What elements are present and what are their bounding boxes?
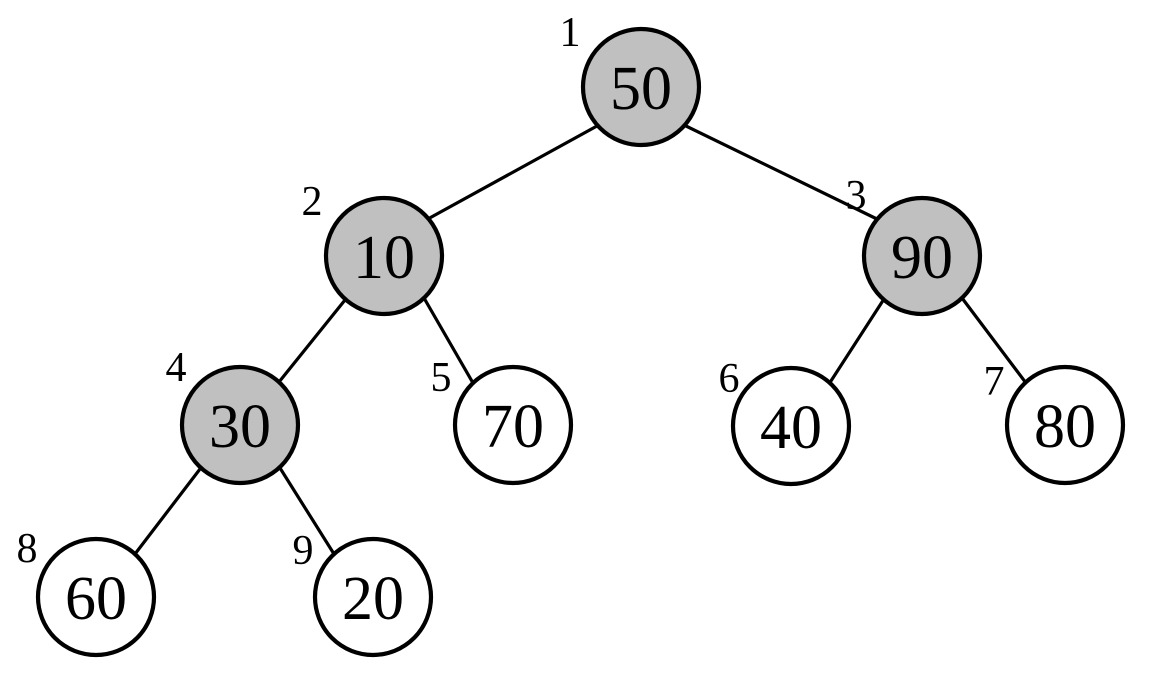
node-value-label: 20	[342, 565, 404, 633]
node-index-label: 5	[431, 355, 452, 401]
node-circle[interactable]	[730, 365, 852, 487]
tree-edge	[684, 124, 881, 222]
node-index-label: 3	[846, 173, 867, 219]
tree-node[interactable]: 80	[1004, 364, 1126, 486]
node-index-label: 4	[166, 345, 187, 391]
tree-edge	[960, 296, 1028, 385]
node-value-label: 70	[482, 393, 544, 461]
node-value-label: 50	[610, 55, 672, 123]
tree-node[interactable]: 60	[35, 536, 157, 658]
tree-edge	[827, 297, 886, 386]
node-index-label: 6	[719, 356, 740, 402]
tree-node[interactable]: 10	[323, 195, 445, 317]
tree-node[interactable]: 20	[312, 536, 434, 658]
node-value-label: 10	[353, 224, 415, 292]
node-index-label: 2	[302, 179, 323, 225]
tree-edge	[278, 466, 336, 556]
tree-edge	[424, 124, 599, 222]
tree-node[interactable]: 90	[861, 195, 983, 317]
node-circle[interactable]	[35, 536, 157, 658]
tree-node[interactable]: 50	[580, 26, 702, 148]
node-circle[interactable]	[312, 536, 434, 658]
tree-node[interactable]: 30	[179, 364, 301, 486]
node-circle[interactable]	[452, 364, 574, 486]
node-index-label: 8	[17, 526, 38, 572]
node-index-label: 1	[560, 10, 581, 56]
node-circle[interactable]	[1004, 364, 1126, 486]
node-circle[interactable]	[323, 195, 445, 317]
node-value-label: 90	[891, 224, 953, 292]
node-circle[interactable]	[179, 364, 301, 486]
node-value-label: 80	[1034, 393, 1096, 461]
tree-node[interactable]: 70	[452, 364, 574, 486]
tree-edges-layer	[133, 124, 1028, 556]
tree-nodes-layer: 50 1 10 2 90 3 30 4 70 5 40 6 80 7 60 8 20 9	[17, 10, 1126, 658]
tree-edge	[133, 467, 202, 556]
node-circle[interactable]	[580, 26, 702, 148]
node-value-label: 60	[65, 565, 127, 633]
tree-node[interactable]: 40	[730, 365, 852, 487]
node-index-label: 7	[984, 359, 1005, 405]
node-index-label: 9	[293, 528, 314, 574]
node-value-label: 40	[760, 394, 822, 462]
node-circle[interactable]	[861, 195, 983, 317]
node-value-label: 30	[209, 393, 271, 461]
tree-edge	[422, 296, 475, 385]
tree-edge	[277, 298, 347, 384]
